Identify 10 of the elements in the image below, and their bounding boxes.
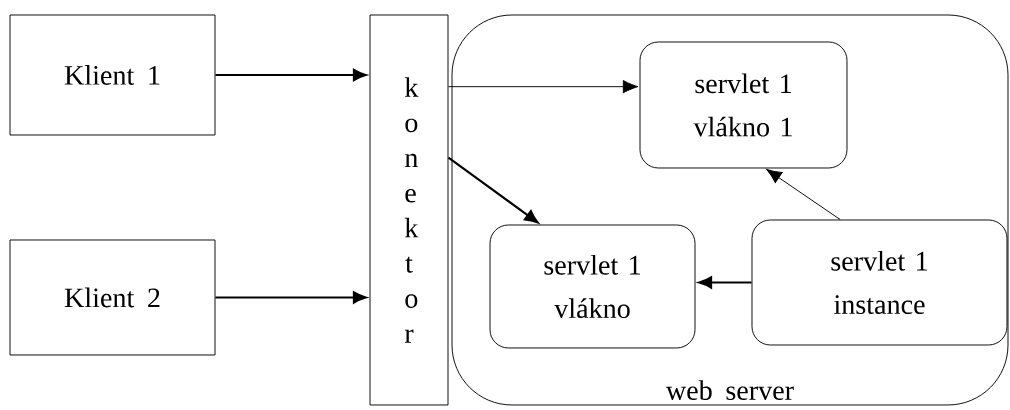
servlet-box: servlet 1 instance (751, 219, 1008, 346)
client-box: Klient 2 (9, 239, 216, 356)
servlet-box: servlet 1 vlákno (489, 224, 696, 349)
arrow (766, 168, 841, 220)
arrow (215, 68, 367, 82)
client-box: Klient 1 (9, 14, 216, 136)
connector-bar: konektor (369, 14, 449, 406)
arrow (447, 156, 539, 224)
arrow (448, 80, 639, 94)
servlet-box: servlet 1 vlákno 1 (639, 41, 848, 169)
